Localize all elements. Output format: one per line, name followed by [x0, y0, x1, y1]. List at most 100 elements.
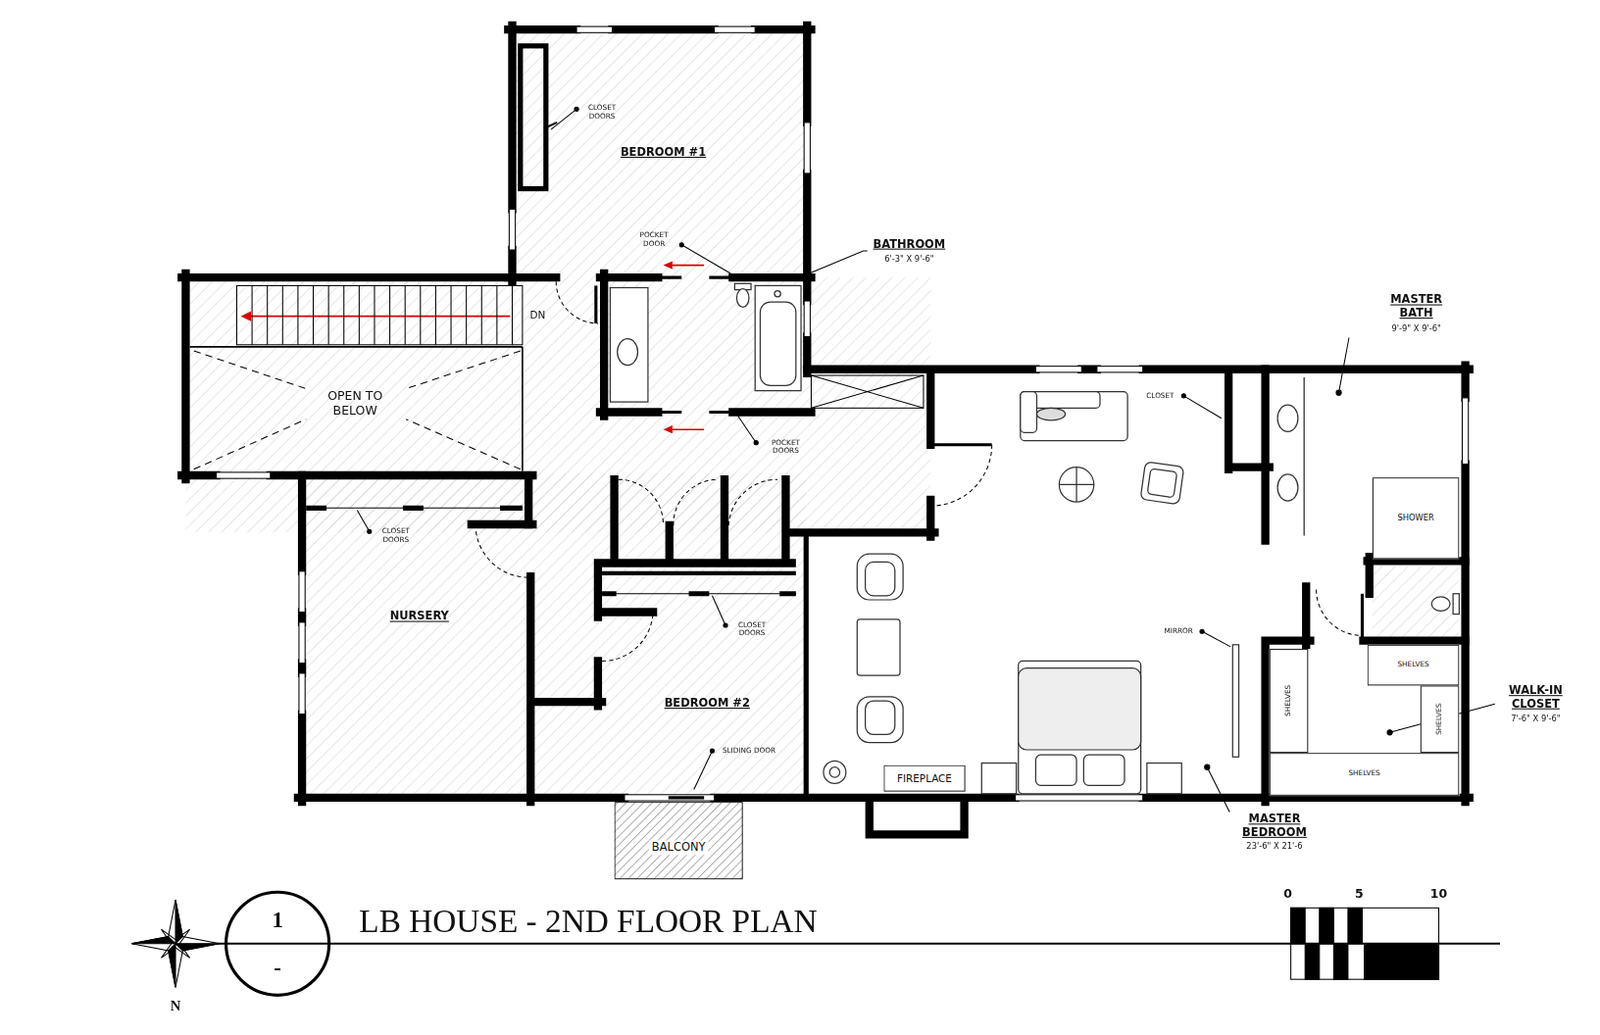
- red-arrow: [669, 428, 704, 431]
- furniture: [981, 763, 1016, 795]
- fixture: [609, 283, 1459, 614]
- closet-front: [1303, 377, 1305, 536]
- red-arrow: [663, 260, 673, 269]
- closet-front: [601, 593, 797, 595]
- fixture-box: SHELVES: [1367, 645, 1460, 687]
- door-swing: [673, 479, 719, 526]
- leader-line: [367, 529, 372, 534]
- chase: [810, 375, 923, 408]
- furniture: [1140, 461, 1185, 505]
- wall: [1265, 556, 1466, 802]
- leader-line: [723, 623, 728, 628]
- room-label: MASTER BEDROOM: [1238, 813, 1312, 840]
- closet-front: [305, 505, 523, 511]
- chase: [810, 375, 923, 408]
- thin-wall: [803, 532, 809, 799]
- leader-line: [679, 243, 684, 248]
- balcony-hatch: [614, 801, 744, 880]
- box-text: SHELVES: [1285, 685, 1294, 717]
- room-label: CLOSET DOORS: [580, 103, 624, 121]
- furniture: [1083, 754, 1125, 786]
- furniture: [856, 553, 903, 600]
- furniture: [1147, 763, 1182, 795]
- box-text: SHELVES: [1397, 661, 1429, 670]
- furniture: [856, 619, 900, 676]
- window: [216, 472, 271, 479]
- leader-line: [1336, 390, 1342, 396]
- fixture: [1431, 597, 1450, 612]
- window: [216, 26, 1469, 801]
- window: [1035, 366, 1082, 373]
- title-bubble: 1-: [224, 891, 331, 998]
- window: [576, 26, 612, 33]
- stair: [236, 285, 522, 345]
- north-arrow: [160, 929, 190, 958]
- stair: [190, 285, 523, 471]
- wall: [301, 475, 602, 802]
- window: [1015, 795, 1144, 801]
- stair: [251, 285, 512, 345]
- box-text: BALCONY: [649, 841, 709, 856]
- window: [1461, 398, 1468, 465]
- window: [668, 796, 704, 800]
- furniture: [856, 697, 903, 744]
- fixture-box: FIREPLACE: [883, 765, 965, 793]
- scale-bar: [1348, 907, 1363, 944]
- chase: [810, 375, 923, 408]
- scale-bar: [1291, 907, 1440, 980]
- red-arrow: [249, 315, 510, 318]
- scale-bar: [1333, 944, 1349, 980]
- leader-line: [1200, 629, 1204, 634]
- furniture: [865, 561, 896, 596]
- plan-title: LB HOUSE - 2ND FLOOR PLAN: [358, 902, 817, 941]
- room-label: WALK-IN CLOSET: [1499, 685, 1573, 711]
- leader-line: [736, 414, 756, 444]
- leader-line: [694, 750, 713, 791]
- leader-line: [711, 596, 726, 626]
- balcony-hatch: [614, 801, 744, 880]
- room-label: 23'-6" X 21'-6: [1246, 842, 1302, 852]
- thin-wall: [520, 46, 547, 190]
- red-arrow: [241, 310, 251, 321]
- floor-hatch: [511, 29, 807, 278]
- furniture: [1018, 660, 1142, 794]
- door-swing: [475, 122, 1362, 662]
- floor-hatch: [1372, 566, 1459, 639]
- leader-line: [1201, 631, 1231, 648]
- fixture: [774, 291, 781, 298]
- leader-line: [1387, 730, 1393, 736]
- room-label: DN: [530, 309, 547, 322]
- furniture: [823, 760, 847, 784]
- room-label: SLIDING DOOR: [722, 747, 776, 755]
- wall: [181, 25, 1470, 835]
- door-swing: [546, 122, 557, 128]
- wall: [869, 801, 965, 835]
- leader-line: [1181, 394, 1186, 399]
- leader-line: [1204, 764, 1210, 770]
- pocket-door: [657, 277, 733, 412]
- wall: [181, 273, 533, 525]
- door-swing: [555, 281, 599, 324]
- box-text: SHELVES: [1348, 770, 1380, 779]
- room-label: CLOSET DOORS: [374, 527, 418, 545]
- room-label: BEDROOM #1: [620, 147, 706, 160]
- closet-front: [601, 591, 797, 597]
- leader-line: [753, 441, 758, 446]
- window: [803, 300, 810, 337]
- room-label: CLOSET: [1146, 392, 1174, 400]
- room-label: MASTER BATH: [1384, 294, 1449, 320]
- leader-line: [550, 108, 577, 130]
- window: [624, 795, 715, 801]
- wall: [598, 479, 935, 618]
- door-swing: [594, 285, 598, 324]
- wall: [1228, 369, 1270, 542]
- door-swing: [618, 479, 664, 525]
- window: [714, 26, 756, 33]
- room-label: NURSERY: [390, 610, 450, 624]
- window: [299, 622, 305, 664]
- room-label: 7'-6" X 9'-6": [1510, 714, 1560, 725]
- room-label: OPEN TO BELOW: [316, 390, 394, 419]
- fixture: [736, 289, 749, 308]
